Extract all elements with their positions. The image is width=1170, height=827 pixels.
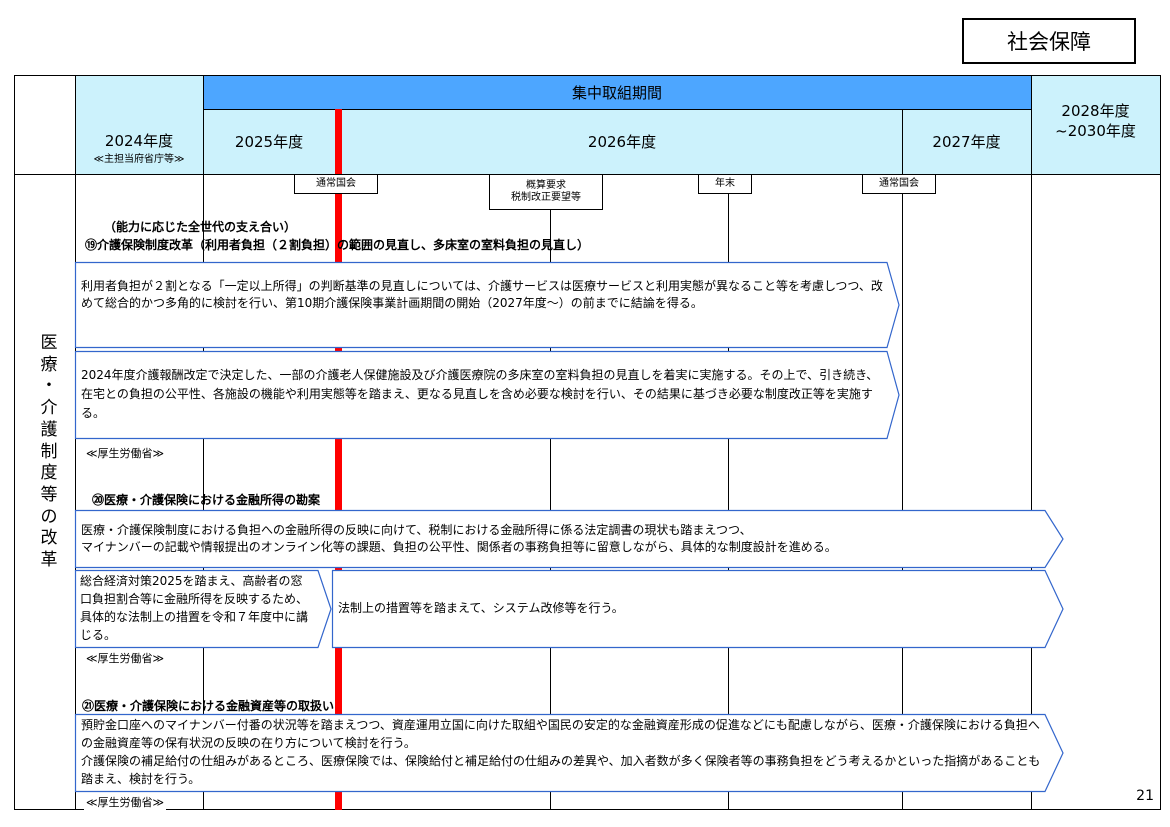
s19-ministry: ≪厚生労働省≫ (84, 445, 167, 461)
col-line-side (75, 76, 76, 810)
milestone-budget-request: 概算要求 税制改正要望等 (489, 174, 603, 210)
side-label-char: 改 (40, 528, 58, 549)
s19-heading-line1: （能力に応じた全世代の支え合い） (104, 220, 297, 234)
s21-box1-text: 預貯金口座へのマイナンバー付番の状況等を踏まえつつ、資産運用立国に向けた取組や国… (81, 716, 1047, 788)
s21-box1-para1: 預貯金口座へのマイナンバー付番の状況等を踏まえつつ、資産運用立国に向けた取組や国… (81, 718, 1040, 750)
milestone-ordinary-diet-2: 通常国会 (862, 174, 936, 194)
arrow-shape (74, 569, 332, 649)
header-fy2028-bg (1031, 76, 1160, 174)
header-fy2028-line2: ~2030年度 (1055, 122, 1136, 140)
arrow-shape (331, 569, 1064, 649)
side-label-char: の (40, 506, 58, 527)
side-label-char: 護 (40, 419, 58, 440)
s20-heading: ⑳医療・介護保険における金融所得の勘案 (92, 493, 321, 507)
roadmap-table (14, 75, 1161, 810)
side-label: 医療・介護制度等の改革 (34, 333, 64, 572)
s21-box1-para2: 介護保険の補足給付の仕組みがあるところ、医療保険では、保険給付と補足給付の仕組み… (81, 754, 1041, 786)
s19-heading-line2: ⑲介護保険制度改革（利用者負担（２割負担）の範囲の見直し、多床室の室料負担の見直… (85, 238, 590, 252)
s19-box1-text: 利用者負担が２割となる「一定以上所得」の判断基準の見直しについては、介護サービス… (81, 279, 883, 310)
s19-arrow-box-1: 利用者負担が２割となる「一定以上所得」の判断基準の見直しについては、介護サービス… (74, 261, 900, 349)
header-fy2026: 2026年度 (587, 133, 657, 151)
side-label-char: 革 (40, 550, 58, 571)
s20-ministry: ≪厚生労働省≫ (84, 650, 167, 666)
header-mid-line (203, 109, 1031, 110)
s20-box1-line2: マイナンバーの記載や情報提出のオンライン化等の課題、負担の公平性、関係者の事務負… (81, 540, 837, 554)
header-fy2028: 2028年度 ~2030年度 (1031, 101, 1160, 141)
s20-box1-text: 医療・介護保険制度における負担への金融所得の反映に向けて、税制における金融所得に… (81, 522, 1041, 556)
s20-arrow-box-2: 総合経済対策2025を踏まえ、高齢者の窓口負担割合等に金融所得を反映するため、具… (74, 569, 332, 649)
s19-arrow-box-2: 2024年度介護報酬改定で決定した、一部の介護老人保健施設及び介護医療院の多床室… (74, 350, 900, 440)
side-label-char: 等 (40, 484, 58, 505)
grid-line (728, 174, 729, 810)
header-fy2024-bg (75, 76, 203, 174)
header-fy2028-line1: 2028年度 (1061, 102, 1130, 120)
side-label-char: ・ (40, 376, 58, 397)
arrow-shape (74, 261, 900, 349)
arrow-shape (74, 509, 1064, 569)
grid-line (203, 174, 204, 810)
milestone-budget-request-line2: 税制改正要望等 (511, 192, 581, 203)
col-line-2027 (1031, 76, 1032, 810)
side-label-char: 療 (40, 354, 58, 375)
current-fy-boundary (335, 109, 342, 810)
arrow-shape (74, 713, 1064, 793)
milestone-ordinary-diet-1: 通常国会 (294, 174, 378, 194)
grid-line (902, 174, 903, 810)
s20-box3-text: 法制上の措置等を踏まえて、システム改修等を行う。 (338, 601, 624, 615)
header-concentrated-period (203, 76, 1031, 109)
s20-arrow-box-1: 医療・介護保険制度における負担への金融所得の反映に向けて、税制における金融所得に… (74, 509, 1065, 569)
header-fy2024: 2024年度 (104, 132, 174, 150)
header-fy2027: 2027年度 (932, 133, 1001, 151)
milestone-budget-request-line1: 概算要求 (526, 180, 566, 191)
s21-ministry: ≪厚生労働省≫ (84, 794, 167, 810)
side-label-char: 度 (40, 463, 58, 484)
header-concentrated-period-label: 集中取組期間 (571, 84, 662, 102)
milestone-year-end: 年末 (698, 174, 752, 194)
header-fy2025: 2025年度 (234, 133, 304, 151)
page-number: 21 (1136, 788, 1154, 804)
col-line-2026-end (902, 109, 903, 174)
header-fy2024-sub: ≪主担当府省庁等≫ (93, 154, 185, 165)
side-label-char: 医 (40, 333, 58, 353)
category-tag: 社会保障 (962, 18, 1136, 64)
s20-arrow-box-3: 法制上の措置等を踏まえて、システム改修等を行う。 (331, 569, 1064, 649)
s20-box1-line1: 医療・介護保険制度における負担への金融所得の反映に向けて、税制における金融所得に… (81, 523, 752, 537)
s20-box2-text: 総合経済対策2025を踏まえ、高齢者の窓口負担割合等に金融所得を反映するため、具… (80, 574, 309, 642)
grid-line (550, 174, 551, 810)
s19-box2-text: 2024年度介護報酬改定で決定した、一部の介護老人保健施設及び介護医療院の多床室… (81, 368, 879, 420)
arrow-shape (74, 350, 900, 440)
s21-heading: ㉑医療・介護保険における金融資産等の取扱い (82, 699, 335, 713)
side-label-char: 制 (40, 441, 58, 462)
col-line-2024 (203, 76, 204, 174)
s21-arrow-box-1: 預貯金口座へのマイナンバー付番の状況等を踏まえつつ、資産運用立国に向けた取組や国… (74, 713, 1065, 793)
side-label-char: 介 (40, 398, 58, 419)
